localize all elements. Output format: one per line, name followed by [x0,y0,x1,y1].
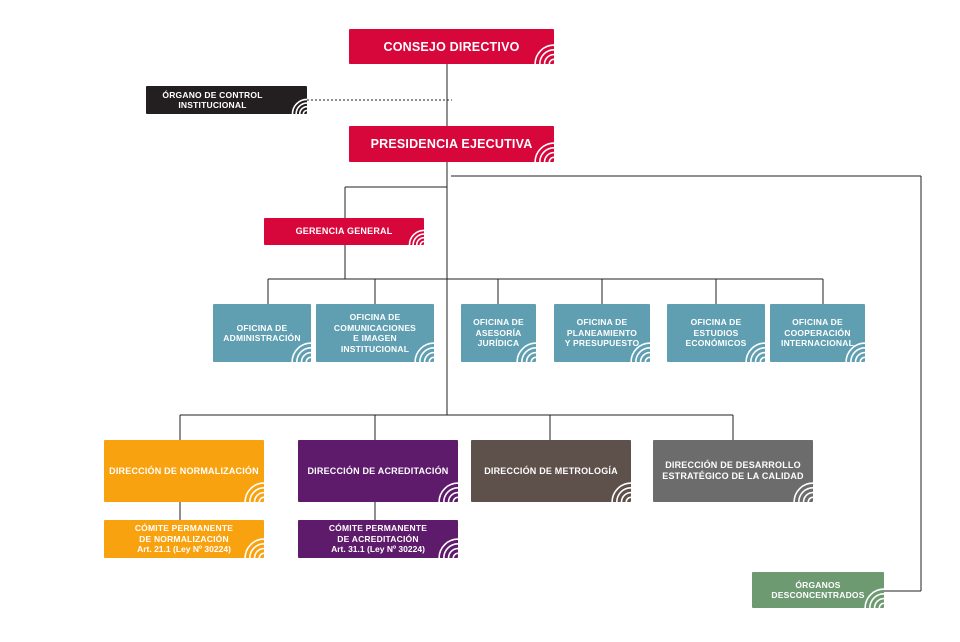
direccion-normalizacion-box: DIRECCIÓN DE NORMALIZACIÓN [104,440,264,502]
arc-logo-icon [516,342,536,362]
comite-normalizacion-box: CÓMITE PERMANENTE DE NORMALIZACIÓN Art. … [104,520,264,558]
direccion-metrologia-box: DIRECCIÓN DE METROLOGÍA [471,440,631,502]
oficina-asesoria-box: OFICINA DE ASESORÍA JURÍDICA [461,304,536,362]
comite-label: CÓMITE PERMANENTE DE NORMALIZACIÓN [134,523,234,544]
oficina-label: OFICINA DE ESTUDIOS ECONÓMICOS [685,317,747,349]
oficina-administracion-box: OFICINA DE ADMINISTRACIÓN [213,304,311,362]
arc-logo-icon [244,538,264,558]
direccion-label: DIRECCIÓN DE ACREDITACIÓN [307,465,449,476]
arc-logo-icon [534,142,554,162]
presidencia-ejecutiva-box: PRESIDENCIA EJECUTIVA [349,126,554,162]
organos-desconcentrados-label: ÓRGANOS DESCONCENTRADOS [771,579,865,601]
arc-logo-icon [611,482,631,502]
organo-control-label: ÓRGANO DE CONTROL INSTITUCIONAL [162,89,263,111]
oficina-label: OFICINA DE COOPERACIÓN INTERNACIONAL [781,317,854,349]
arc-logo-icon [438,482,458,502]
oficina-planeamiento-box: OFICINA DE PLANEAMIENTO Y PRESUPUESTO [554,304,650,362]
oficina-label: OFICINA DE PLANEAMIENTO Y PRESUPUESTO [564,317,640,349]
organo-control-box: ÓRGANO DE CONTROL INSTITUCIONAL [146,86,307,114]
direccion-label: DIRECCIÓN DE NORMALIZACIÓN [109,465,259,476]
comite-sub: Art. 31.1 (Ley Nº 30224) [331,544,425,555]
direccion-label: DIRECCIÓN DE METROLOGÍA [484,465,618,476]
gerencia-general-label: GERENCIA GENERAL [295,226,393,236]
direccion-acreditacion-box: DIRECCIÓN DE ACREDITACIÓN [298,440,458,502]
direccion-desarrollo-box: DIRECCIÓN DE DESARROLLO ESTRATÉGICO DE L… [653,440,813,502]
oficina-label: OFICINA DE ASESORÍA JURÍDICA [473,317,524,349]
arc-logo-icon [793,482,813,502]
arc-logo-icon [291,98,307,114]
arc-logo-icon [745,342,765,362]
organos-desconcentrados-box: ÓRGANOS DESCONCENTRADOS [752,572,884,608]
consejo-directivo-label: CONSEJO DIRECTIVO [383,39,520,54]
arc-logo-icon [864,588,884,608]
oficina-comunicaciones-box: OFICINA DE COMUNICACIONES E IMAGEN INSTI… [316,304,434,362]
oficina-estudios-box: OFICINA DE ESTUDIOS ECONÓMICOS [667,304,765,362]
comite-acreditacion-box: CÓMITE PERMANENTE DE ACREDITACIÓN Art. 3… [298,520,458,558]
arc-logo-icon [534,44,554,64]
consejo-directivo-box: CONSEJO DIRECTIVO [349,29,554,64]
arc-logo-icon [438,538,458,558]
gerencia-general-box: GERENCIA GENERAL [264,218,424,245]
arc-logo-icon [845,342,865,362]
oficina-label: OFICINA DE ADMINISTRACIÓN [223,322,301,344]
arc-logo-icon [630,342,650,362]
arc-logo-icon [244,482,264,502]
comite-label: CÓMITE PERMANENTE DE ACREDITACIÓN [328,523,428,544]
direccion-label: DIRECCIÓN DE DESARROLLO ESTRATÉGICO DE L… [662,460,804,481]
arc-logo-icon [414,342,434,362]
arc-logo-icon [291,342,311,362]
oficina-label: OFICINA DE COMUNICACIONES E IMAGEN INSTI… [333,312,417,354]
arc-logo-icon [408,229,424,245]
presidencia-ejecutiva-label: PRESIDENCIA EJECUTIVA [370,137,533,151]
oficina-cooperacion-box: OFICINA DE COOPERACIÓN INTERNACIONAL [770,304,865,362]
comite-sub: Art. 21.1 (Ley Nº 30224) [137,544,231,555]
